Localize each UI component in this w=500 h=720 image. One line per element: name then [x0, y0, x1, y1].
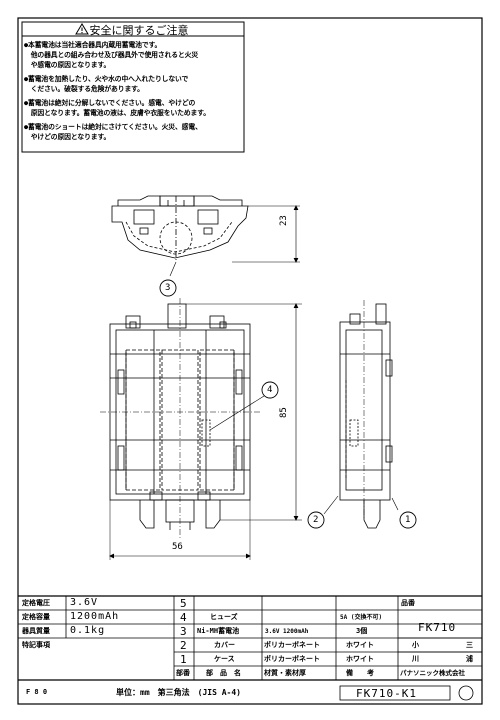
spec-table-lines: [18, 595, 482, 701]
checked-name: 浦: [466, 655, 473, 663]
part-no: 4: [180, 611, 187, 624]
caution-box: [21, 21, 245, 153]
header-material: 材質・素材厚: [264, 669, 306, 677]
drawing-number: FK710-K1: [356, 687, 417, 700]
part-number-label: 品番: [401, 599, 415, 607]
dim-85: 85: [279, 407, 289, 418]
dim-56: 56: [172, 542, 183, 552]
caution-line: ●蓄電池を加熱したり、火や水の中へ入れたりしないで: [24, 75, 189, 83]
mass-label: 器具質量: [22, 627, 50, 635]
part-remark: 3個: [356, 627, 368, 635]
callout-3: 3: [165, 283, 171, 293]
caution-line: やけどの原因となります。: [24, 133, 111, 141]
dim-23: 23: [279, 215, 289, 226]
mass-value: 0.1kg: [70, 625, 106, 636]
footer-unit: 単位：mm 第三角法 (JIS A-4): [116, 688, 241, 697]
caution-line: 他の器具との組み合わせ及び器具外で使用されると火災: [24, 51, 199, 59]
callout-4: 4: [267, 385, 273, 395]
part-number: FK710: [418, 621, 457, 634]
side-view: [307, 300, 417, 529]
front-view: [100, 298, 302, 560]
caution-line: ●蓄電池は絶対に分解しないでください。感電、やけどの: [24, 99, 196, 107]
part-no: 2: [180, 639, 187, 652]
part-material: 3.6V 1200mAh: [265, 628, 309, 635]
caution-title: 安全に関するご注意: [89, 24, 189, 37]
part-name: ケース: [214, 655, 235, 663]
company-name: パナソニック株式会社: [400, 669, 465, 677]
footer-code: F 8 0: [26, 688, 48, 696]
part-no: 3: [180, 625, 187, 638]
warning-triangle-icon: [75, 23, 89, 35]
part-material: ポリカーボネート: [264, 641, 320, 649]
drawn-label: 小: [412, 641, 419, 649]
voltage-label: 定格電圧: [22, 599, 50, 607]
part-color: ホワイト: [346, 655, 374, 663]
drawn-name: 三: [466, 641, 473, 649]
caution-line: 原因となります。蓄電池の液は、皮膚や衣服をいためます。: [24, 109, 210, 117]
part-name: Ni-MH蓄電池: [197, 627, 240, 635]
header-remark: 備 考: [346, 669, 374, 677]
voltage-value: 3.6V: [70, 597, 99, 608]
capacity-label: 定格容量: [22, 613, 50, 621]
header-no: 部番: [176, 669, 190, 677]
caution-line: ●本蓄電池は当社適合器具内蔵用蓄電池です。: [24, 41, 162, 49]
header-name: 部 品 名: [206, 669, 241, 677]
callout-2: 2: [313, 515, 319, 525]
capacity-value: 1200mAh: [70, 611, 120, 622]
callout-1: 1: [405, 515, 411, 525]
caution-line: ください。破裂する危険があります。: [24, 85, 144, 93]
top-view: [111, 195, 300, 297]
part-name: カバー: [214, 641, 235, 649]
caution-line: や感電の原因となります。: [24, 61, 111, 69]
notes-label: 特記事項: [22, 641, 50, 649]
part-no: 1: [180, 653, 187, 666]
part-color: ホワイト: [346, 641, 374, 649]
part-material: ポリカーボネート: [264, 655, 320, 663]
checked-label: 川: [412, 655, 419, 663]
part-no: 5: [180, 597, 187, 610]
part-remark: 5A (交換不可): [340, 614, 383, 621]
caution-line: ●蓄電池のショートは絶対にさけてください。火災、感電、: [24, 123, 202, 131]
part-name: ヒューズ: [210, 613, 238, 621]
